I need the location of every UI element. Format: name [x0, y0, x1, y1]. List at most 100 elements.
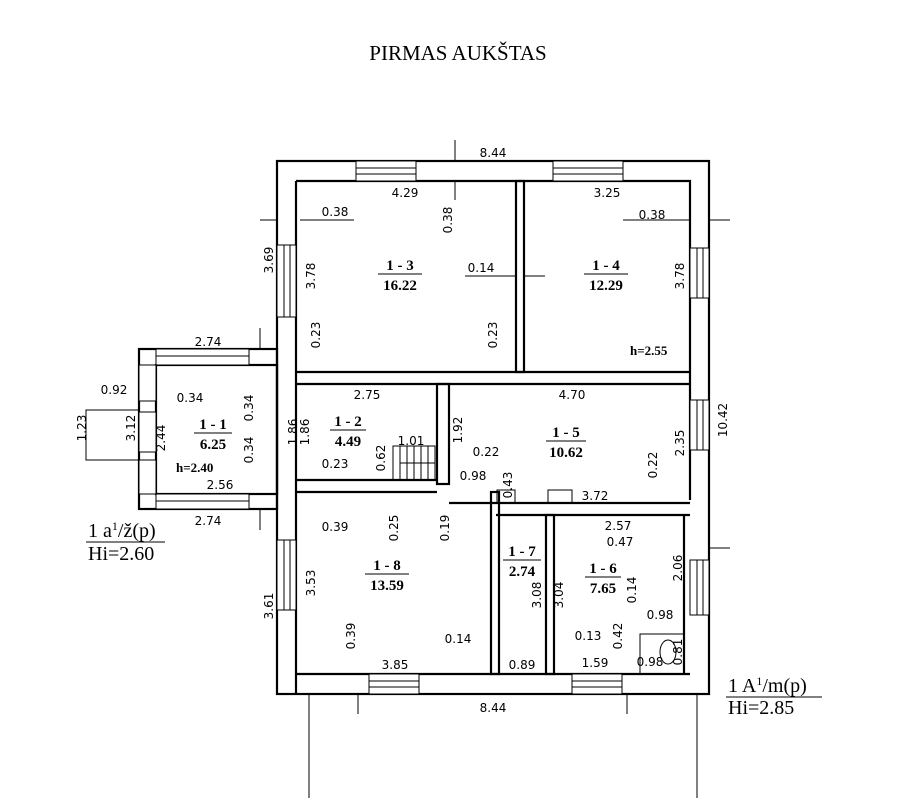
room-id: 1 - 8	[373, 558, 401, 574]
dim-label: 2.35	[673, 430, 687, 457]
dim-label: 0.47	[607, 535, 634, 549]
annex-label-code: 1 a	[88, 520, 112, 542]
annex-label-sup: 1	[112, 519, 118, 533]
room-height-1-4: h=2.55	[630, 343, 668, 358]
room-1-2-label: 1 - 2 4.49	[330, 414, 366, 450]
room-area: 4.49	[335, 434, 361, 450]
dim-label: 2.74	[195, 335, 222, 349]
dim-label: 0.34	[242, 437, 256, 464]
dim-label: 3.12	[124, 415, 138, 442]
room-1-6-label: 1 - 6 7.65	[585, 561, 621, 597]
annex-label-suffix: /ž(p)	[118, 520, 156, 542]
dimension-arrows	[259, 140, 730, 714]
room-1-5-label: 1 - 5 10.62	[546, 425, 586, 461]
dim-right-height: 10.42	[716, 403, 730, 437]
main-label: 1 A1/m(p) Hi=2.85	[726, 674, 822, 719]
dim-label: 0.98	[647, 608, 674, 622]
dim-label: 3.69	[262, 247, 276, 274]
dim-bottom-width: 8.44	[480, 701, 507, 715]
dim-label: 3.72	[582, 489, 609, 503]
dim-label: 1.86	[298, 419, 312, 446]
dim-label: 4.29	[392, 186, 419, 200]
dim-label: 0.89	[509, 658, 536, 672]
dim-label: 0.23	[309, 322, 323, 349]
svg-text:1 a1/ž(p): 1 a1/ž(p)	[88, 519, 156, 542]
dim-label: 0.34	[242, 395, 256, 422]
room-area: 12.29	[589, 278, 623, 294]
room-id: 1 - 1	[199, 417, 227, 433]
dim-label: 3.78	[673, 263, 687, 290]
dim-label: 0.98	[460, 469, 487, 483]
dim-label: 3.53	[304, 570, 318, 597]
dim-label: 2.74	[195, 514, 222, 528]
room-id: 1 - 5	[552, 425, 580, 441]
dim-label: 3.78	[304, 263, 318, 290]
dim-label: 2.57	[605, 519, 632, 533]
windows	[276, 160, 710, 695]
room-id: 1 - 7	[508, 544, 536, 560]
room-id: 1 - 2	[334, 414, 362, 430]
svg-text:1 A1/m(p): 1 A1/m(p)	[728, 674, 807, 697]
plan-title: PIRMAS AUKŠTAS	[369, 41, 546, 65]
dim-label: 1.86	[286, 419, 300, 446]
main-label-code: 1 A	[728, 675, 757, 697]
dim-label: 0.42	[611, 623, 625, 650]
dim-label: 0.22	[473, 445, 500, 459]
dim-label: 0.23	[486, 322, 500, 349]
main-label-sup: 1	[756, 674, 762, 688]
dim-label: 0.14	[625, 577, 639, 604]
fixtures	[496, 489, 685, 675]
dim-label: 1.01	[398, 434, 425, 448]
dim-label: 1.59	[582, 656, 609, 670]
dim-label: 1.23	[75, 415, 89, 442]
room-id: 1 - 6	[589, 561, 617, 577]
dim-label: 0.22	[646, 452, 660, 479]
dim-label: 0.38	[322, 205, 349, 219]
dim-label: 0.19	[438, 515, 452, 542]
room-1-8-label: 1 - 8 13.59	[365, 558, 409, 594]
dim-label: 0.25	[387, 515, 401, 542]
room-area: 2.74	[509, 564, 536, 580]
dim-label: 4.70	[559, 388, 586, 402]
dim-label: 2.75	[354, 388, 381, 402]
dim-label: 0.14	[468, 261, 495, 275]
dim-label: 3.04	[552, 582, 566, 609]
dim-label: 0.38	[441, 207, 455, 234]
dim-label: 3.85	[382, 658, 409, 672]
dim-label: 0.43	[501, 472, 515, 499]
room-1-3-label: 1 - 3 16.22	[378, 258, 422, 294]
room-id: 1 - 4	[592, 258, 620, 274]
room-area: 13.59	[370, 578, 404, 594]
dim-label: 0.39	[322, 520, 349, 534]
dim-label: 0.81	[671, 639, 685, 666]
dim-label: 0.38	[639, 208, 666, 222]
room-area: 6.25	[200, 437, 226, 453]
room-height-1-1: h=2.40	[176, 460, 213, 475]
dim-label: 2.56	[207, 478, 234, 492]
dim-label: 0.98	[637, 655, 664, 669]
dim-label: 1.92	[451, 417, 465, 444]
annex-walls	[85, 347, 279, 511]
dim-label: 2.06	[671, 555, 685, 582]
dim-label: 3.61	[262, 593, 276, 620]
room-area: 10.62	[549, 445, 583, 461]
room-area: 7.65	[590, 581, 616, 597]
dim-top-width: 8.44	[480, 146, 507, 160]
annex-label: 1 a1/ž(p) Hi=2.60	[86, 519, 165, 565]
dim-label: 0.23	[322, 457, 349, 471]
room-1-7-label: 1 - 7 2.74	[503, 544, 541, 580]
dim-label: 0.92	[101, 383, 128, 397]
room-area: 16.22	[383, 278, 417, 294]
dim-label: 0.62	[374, 445, 388, 472]
stairs	[392, 445, 436, 481]
annex-label-height: Hi=2.60	[88, 543, 154, 565]
dim-label: 0.13	[575, 629, 602, 643]
dim-label: 0.34	[177, 391, 204, 405]
dim-label: 3.25	[594, 186, 621, 200]
main-label-height: Hi=2.85	[728, 697, 794, 719]
dim-label: 3.08	[530, 582, 544, 609]
main-label-suffix: /m(p)	[762, 675, 806, 697]
dimension-labels: 4.29 0.38 0.38 3.78 0.14 0.23 0.23 3.69 …	[75, 186, 687, 672]
dim-label: 2.44	[154, 425, 168, 452]
